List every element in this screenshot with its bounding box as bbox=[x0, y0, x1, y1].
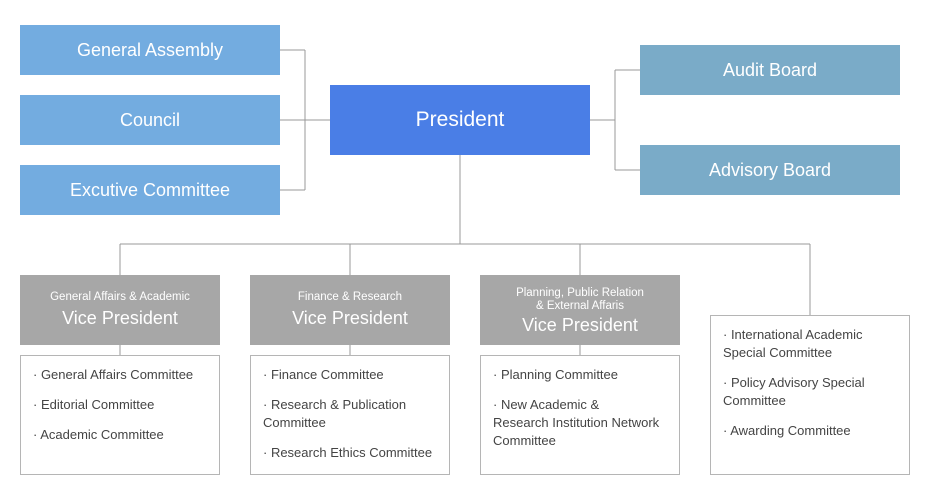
president-box: President bbox=[330, 85, 590, 155]
finance-research-committee-list: · Finance Committee · Research & Publica… bbox=[250, 355, 450, 475]
vp-planning-box: Planning, Public Relation & External Aff… bbox=[480, 275, 680, 345]
vp-subtitle: General Affairs & Academic bbox=[50, 291, 190, 303]
executive-committee-box: Excutive Committee bbox=[20, 165, 280, 215]
list-item: · Academic Committee bbox=[33, 427, 164, 442]
council-label: Council bbox=[119, 109, 181, 130]
vp-subtitle: Finance & Research bbox=[297, 291, 403, 303]
vp-title: Vice President bbox=[62, 308, 178, 328]
planning-committee-list: · Planning Committee · New Academic & Re… bbox=[480, 355, 680, 475]
vp-subtitle: Planning, Public Relation & External Aff… bbox=[516, 286, 644, 312]
audit-board-box: Audit Board bbox=[640, 45, 900, 95]
list-item: · Policy Advisory Special Committee bbox=[723, 375, 865, 408]
list-item: · Planning Committee bbox=[493, 367, 618, 382]
list-item: · Research & Publication Committee bbox=[263, 397, 407, 430]
vp-finance-research-box: Finance & Research Vice President bbox=[250, 275, 450, 345]
vp-general-affairs-box: General Affairs & Academic Vice Presiden… bbox=[20, 275, 220, 345]
general-affairs-committee-list: · General Affairs Committee · Editorial … bbox=[20, 355, 220, 475]
advisory-board-label: Advisory Board bbox=[708, 159, 832, 180]
list-item: · International Academic Special Committ… bbox=[723, 327, 863, 360]
list-item: · Research Ethics Committee bbox=[263, 445, 433, 460]
vp-title: Vice President bbox=[522, 314, 638, 335]
list-item: · Finance Committee bbox=[263, 367, 384, 382]
general-assembly-label: General Assembly bbox=[76, 39, 224, 60]
president-label: President bbox=[415, 108, 505, 131]
special-committee-list: · International Academic Special Committ… bbox=[710, 315, 910, 475]
council-box: Council bbox=[20, 95, 280, 145]
advisory-board-box: Advisory Board bbox=[640, 145, 900, 195]
executive-committee-label: Excutive Committee bbox=[69, 179, 231, 200]
list-item: · Editorial Committee bbox=[33, 397, 155, 412]
audit-board-label: Audit Board bbox=[722, 59, 818, 80]
list-item: · New Academic & Research Institution Ne… bbox=[493, 397, 660, 448]
list-item: · Awarding Committee bbox=[723, 423, 851, 438]
list-item: · General Affairs Committee bbox=[33, 367, 194, 382]
general-assembly-box: General Assembly bbox=[20, 25, 280, 75]
vp-title: Vice President bbox=[292, 308, 408, 328]
